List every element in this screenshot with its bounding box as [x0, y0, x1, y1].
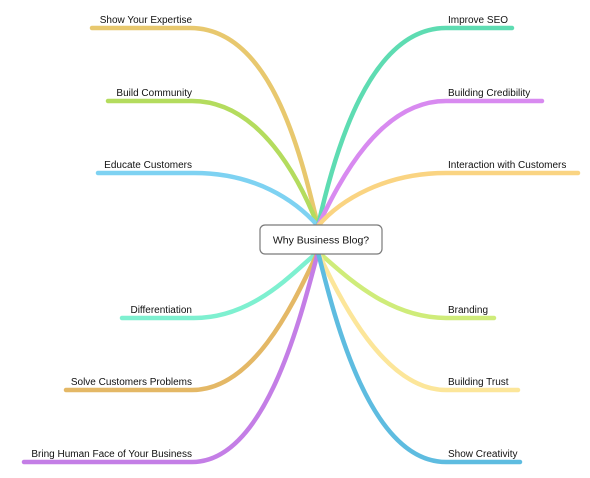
branch-line-educate-customers	[95, 170, 321, 229]
topic-interaction-with-customers[interactable]: Interaction with Customers	[448, 160, 566, 171]
central-topic-box[interactable]	[259, 224, 383, 255]
branch-line-improve-seo	[315, 25, 515, 229]
central-topic-label: Why Business Blog?	[273, 235, 369, 247]
branch-line-building-trust	[315, 249, 521, 393]
topic-show-creativity[interactable]: Show Creativity	[448, 449, 517, 460]
branch-line-building-credibility	[315, 98, 545, 229]
topic-building-credibility[interactable]: Building Credibility	[448, 88, 530, 99]
branch-lines	[21, 25, 581, 465]
branch-line-branding	[315, 249, 497, 321]
branch-line-show-your-expertise	[89, 25, 321, 229]
topic-improve-seo[interactable]: Improve SEO	[448, 15, 508, 26]
topic-bring-human-face[interactable]: Bring Human Face of Your Business	[31, 449, 192, 460]
branch-line-interaction-with-customers	[315, 170, 581, 229]
central-topic[interactable]: Why Business Blog?	[259, 224, 383, 255]
topic-build-community[interactable]: Build Community	[116, 88, 192, 99]
branch-line-differentiation	[119, 249, 321, 321]
branch-line-show-creativity	[315, 249, 523, 465]
topic-show-your-expertise[interactable]: Show Your Expertise	[100, 15, 193, 26]
branch-line-build-community	[105, 98, 321, 229]
topic-branding[interactable]: Branding	[448, 305, 488, 316]
branch-labels: Show Your Expertise Build Community Educ…	[31, 15, 566, 460]
topic-differentiation[interactable]: Differentiation	[130, 305, 192, 316]
topic-educate-customers[interactable]: Educate Customers	[104, 160, 192, 171]
branch-line-bring-human-face	[21, 249, 321, 465]
branch-line-solve-customers-problems	[63, 249, 321, 393]
topic-building-trust[interactable]: Building Trust	[448, 377, 509, 388]
topic-solve-customers-problems[interactable]: Solve Customers Problems	[71, 377, 192, 388]
